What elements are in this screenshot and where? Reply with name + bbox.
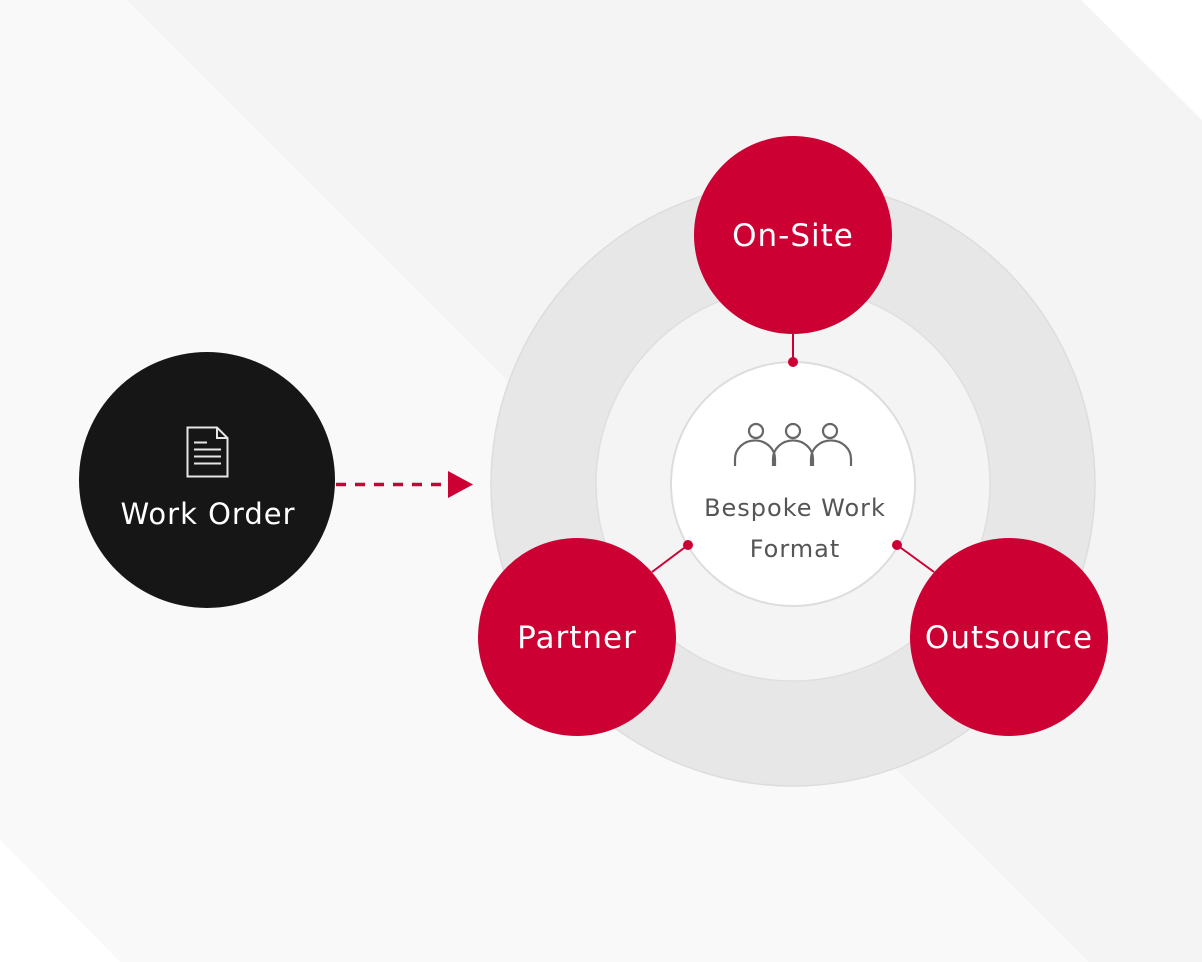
connector-dot-on-site <box>788 357 798 367</box>
option-node-on-site[interactable]: On-Site <box>694 136 892 334</box>
connector-dot-outsource <box>892 540 902 550</box>
source-label: Work Order <box>120 497 295 531</box>
option-label-outsource: Outsource <box>925 620 1093 656</box>
connector-dot-partner <box>683 540 693 550</box>
option-node-partner[interactable]: Partner <box>478 538 676 736</box>
center-label-line1: Bespoke Work <box>704 494 886 522</box>
connector-outsource <box>896 544 935 573</box>
center-node <box>670 361 916 607</box>
option-node-outsource[interactable]: Outsource <box>910 538 1108 736</box>
connector-partner <box>651 544 689 573</box>
option-label-partner: Partner <box>517 620 637 656</box>
arrowhead-icon <box>448 471 473 498</box>
center-label-line2: Format <box>750 535 841 563</box>
team-people-icon <box>733 422 853 466</box>
option-label-on-site: On-Site <box>732 218 854 254</box>
connector-dots <box>683 357 902 550</box>
flow-arrow <box>336 471 473 498</box>
source-node-work-order[interactable]: Work Order <box>79 352 335 608</box>
document-icon <box>186 426 229 478</box>
